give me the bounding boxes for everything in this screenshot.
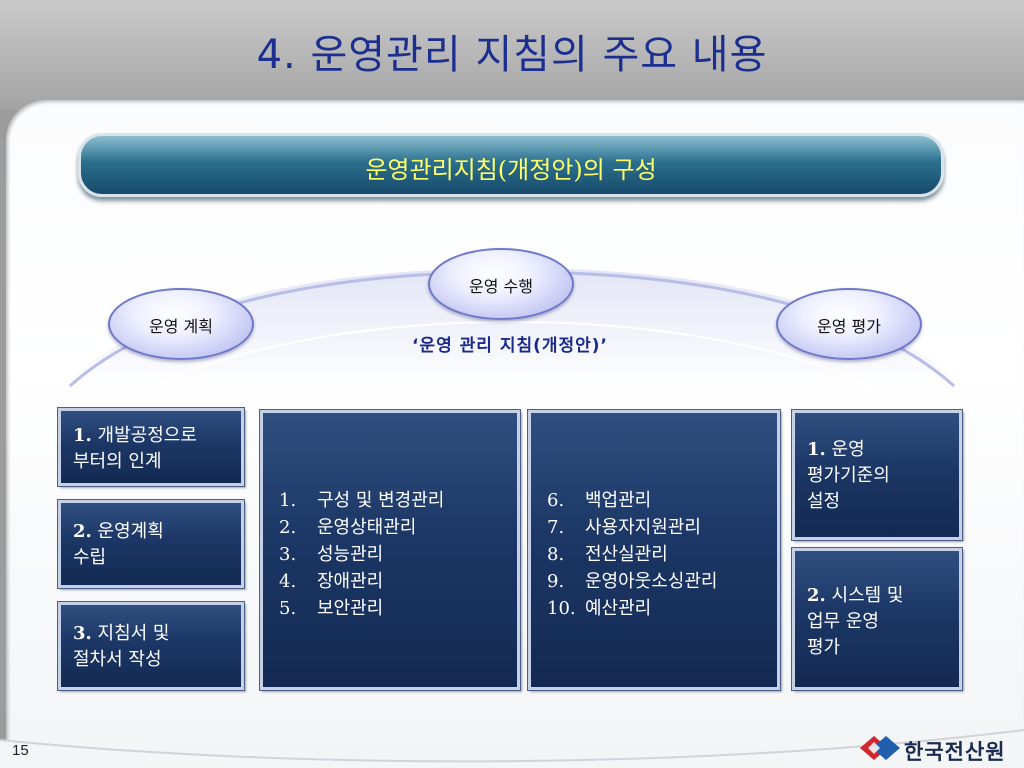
page-number: 15	[12, 742, 29, 759]
plan-box-2-num: 2.	[73, 521, 92, 542]
organization-logo-text: 한국전산원	[904, 740, 1006, 764]
exec-box-2: 6.백업관리 7.사용자지원관리 8.전산실관리 9.운영아웃소싱관리 10.예…	[527, 409, 781, 691]
title-bar: 4. 운영관리 지침의 주요 내용	[0, 0, 1024, 110]
oval-planning-label: 운영 계획	[149, 317, 213, 336]
eval-box-1-text: 운영 평가기준의 설정	[807, 439, 890, 512]
list-item: 10.예산관리	[547, 598, 652, 619]
exec-list-2: 6.백업관리 7.사용자지원관리 8.전산실관리 9.운영아웃소싱관리 10.예…	[547, 487, 717, 622]
list-item: 2.운영상태관리	[279, 517, 417, 538]
list-item: 7.사용자지원관리	[547, 517, 701, 538]
center-caption: ‘운영 관리 지침(개정안)’	[411, 336, 609, 356]
eval-box-1-num: 1.	[807, 439, 826, 460]
kcc-diamond-logo-icon	[860, 736, 900, 760]
plan-box-3: 3. 지침서 및 절차서 작성	[57, 601, 245, 691]
oval-planning: 운영 계획	[108, 288, 254, 360]
list-item: 4.장애관리	[279, 571, 384, 592]
plan-box-2: 2. 운영계획 수립	[57, 499, 245, 589]
eval-box-1: 1. 운영 평가기준의 설정	[791, 409, 963, 541]
eval-box-2: 2. 시스템 및 업무 운영 평가	[791, 547, 963, 691]
section-banner: 운영관리지침(개정안)의 구성	[78, 133, 944, 197]
eval-box-2-num: 2.	[807, 585, 826, 606]
oval-evaluation-label: 운영 평가	[817, 317, 881, 336]
plan-box-3-text: 지침서 및 절차서 작성	[73, 623, 170, 670]
plan-box-3-num: 3.	[73, 623, 92, 644]
list-item: 8.전산실관리	[547, 544, 668, 565]
slide-title: 4. 운영관리 지침의 주요 내용	[256, 32, 768, 78]
arc-dome	[60, 268, 964, 388]
oval-execution: 운영 수행	[428, 248, 574, 320]
list-item: 5.보안관리	[279, 598, 384, 619]
banner-title: 운영관리지침(개정안)의 구성	[365, 156, 657, 184]
list-item: 6.백업관리	[547, 490, 652, 511]
arc-line	[149, 321, 875, 389]
plan-box-1: 1. 개발공정으로 부터의 인계	[57, 407, 245, 487]
plan-box-1-num: 1.	[73, 425, 92, 446]
oval-evaluation: 운영 평가	[776, 288, 922, 360]
list-item: 9.운영아웃소싱관리	[547, 571, 718, 592]
oval-execution-label: 운영 수행	[469, 277, 533, 296]
exec-list-1: 1.구성 및 변경관리 2.운영상태관리 3.성능관리 4.장애관리 5.보안관…	[279, 487, 444, 622]
list-item: 3.성능관리	[279, 544, 384, 565]
exec-box-1: 1.구성 및 변경관리 2.운영상태관리 3.성능관리 4.장애관리 5.보안관…	[259, 409, 521, 691]
plan-box-2-text: 운영계획 수립	[73, 521, 164, 568]
list-item: 1.구성 및 변경관리	[279, 490, 445, 511]
eval-box-2-text: 시스템 및 업무 운영 평가	[807, 585, 904, 658]
plan-box-1-text: 개발공정으로 부터의 인계	[73, 425, 197, 472]
